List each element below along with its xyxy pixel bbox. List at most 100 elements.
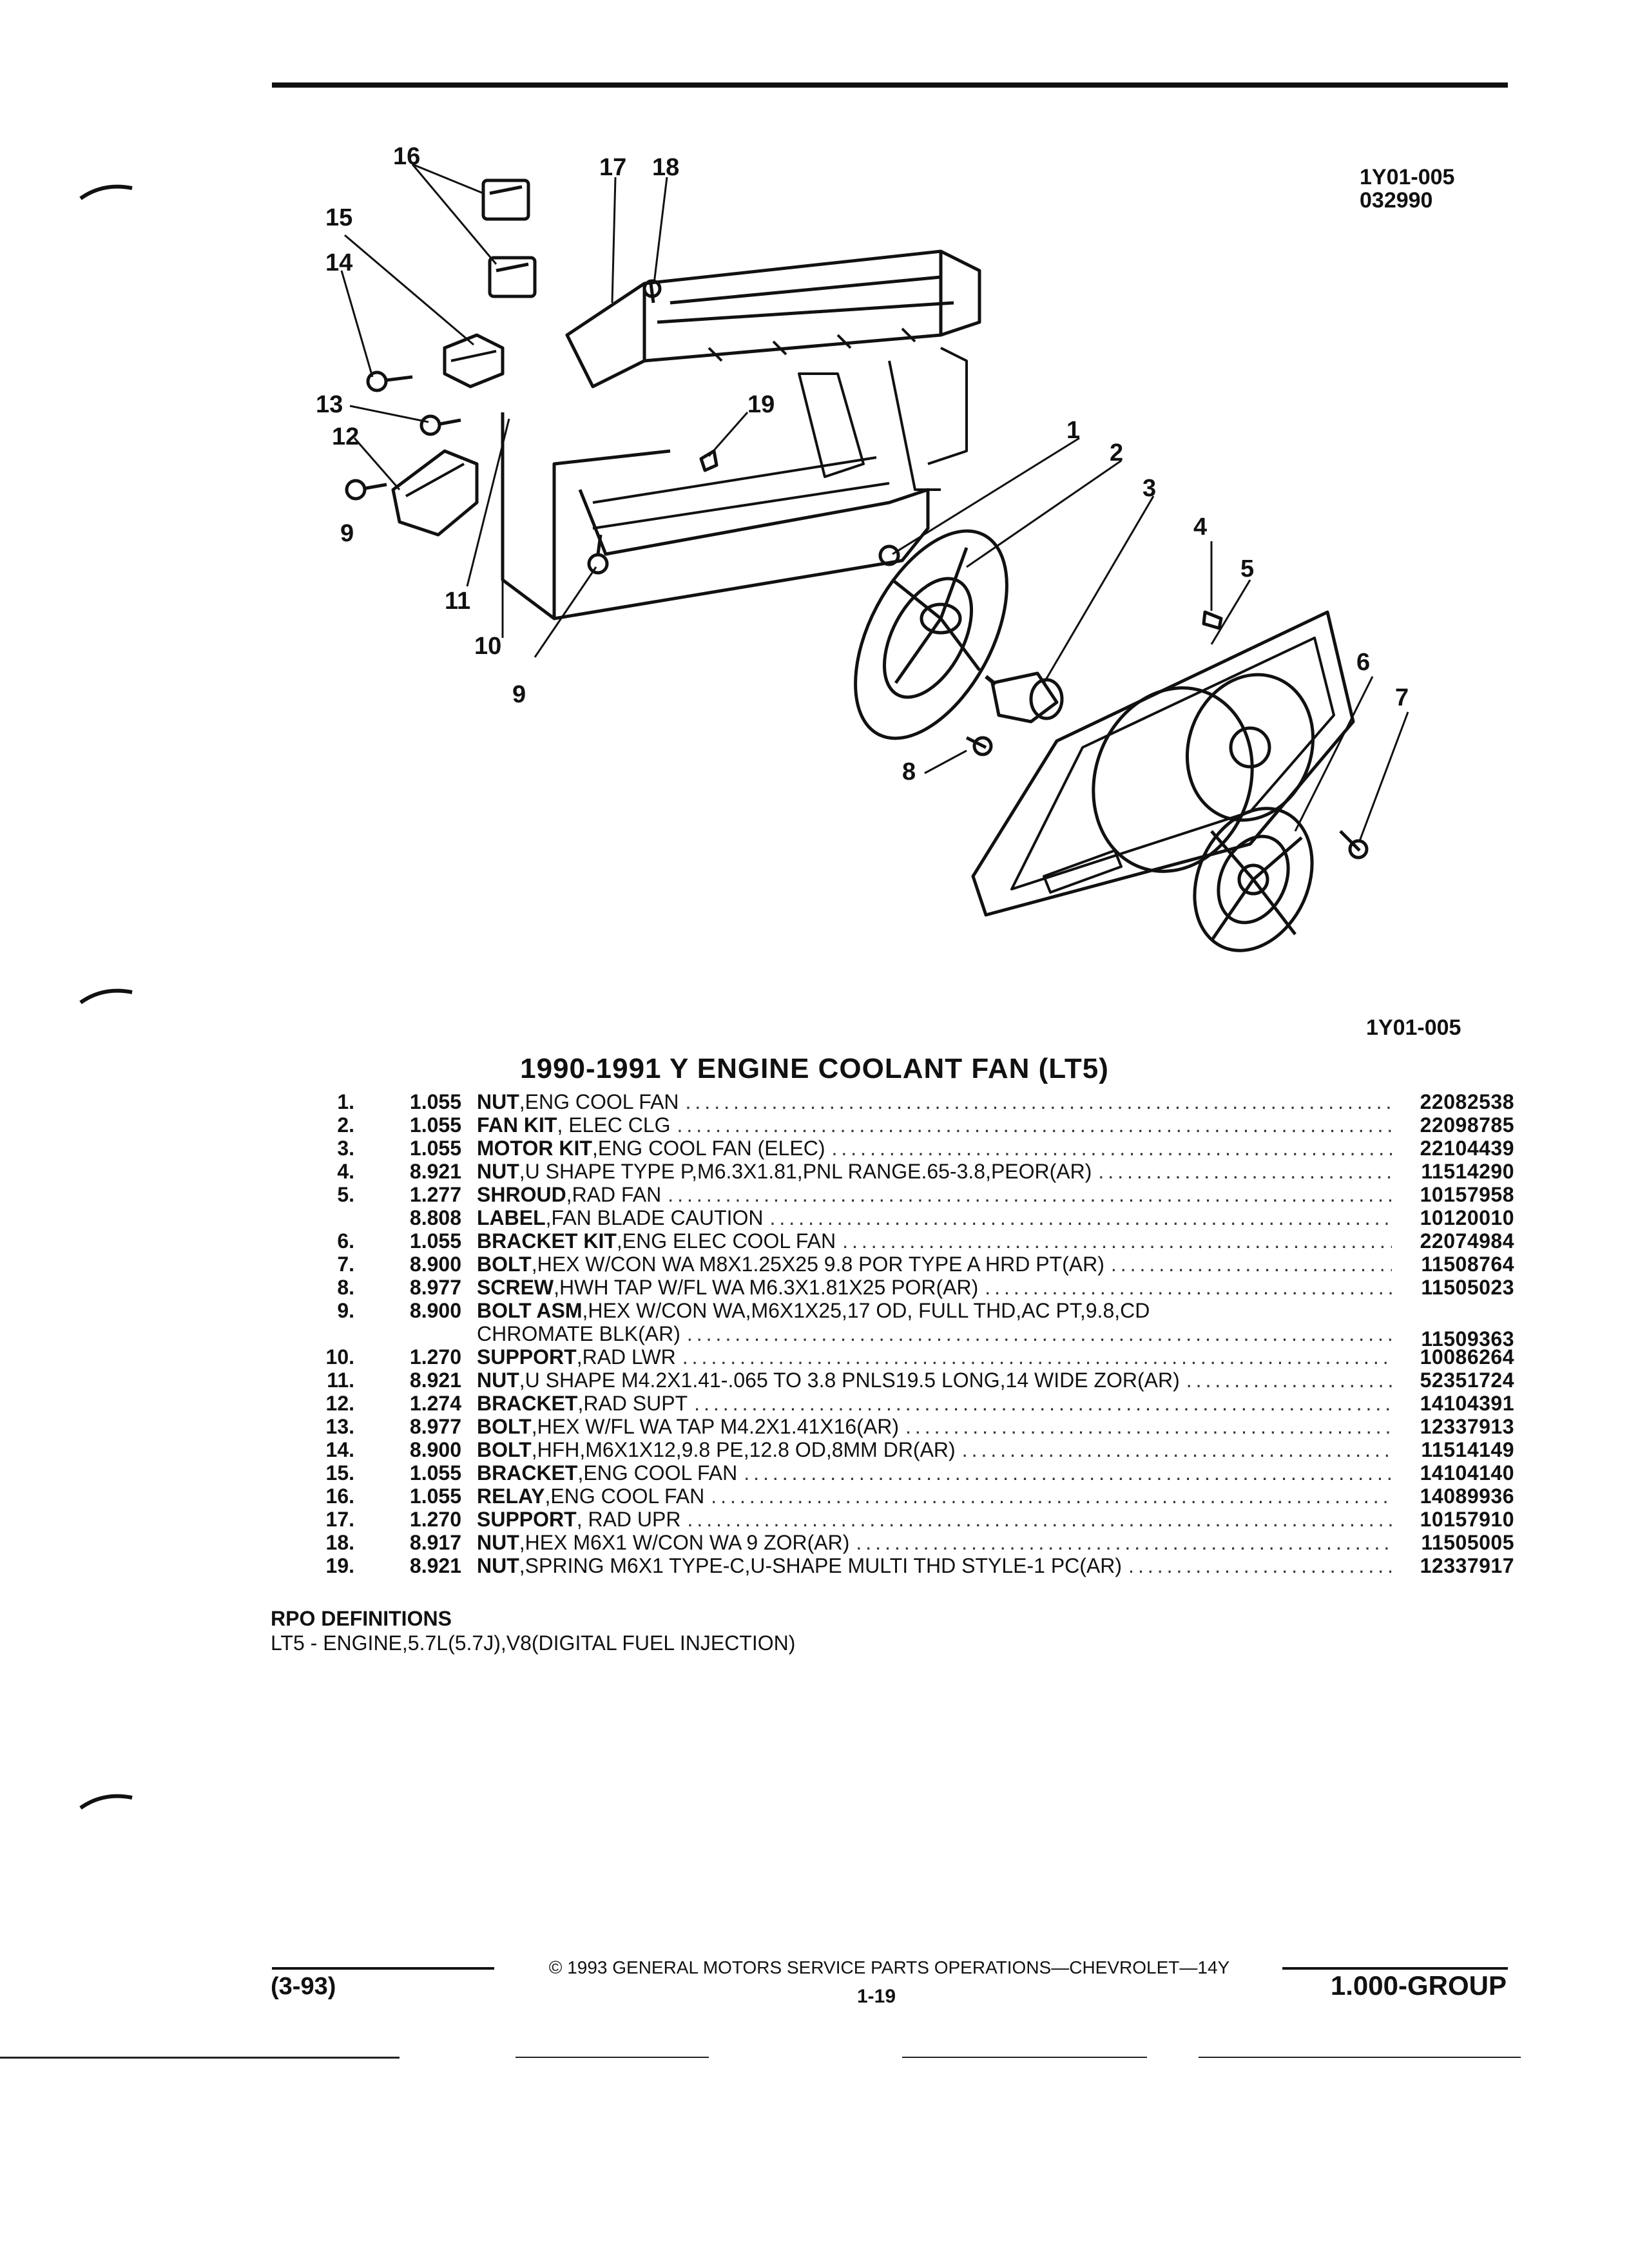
item-number: 8. <box>337 1276 354 1299</box>
part-number: 10120010 <box>1420 1206 1514 1229</box>
group-number: 8.921 <box>409 1554 461 1577</box>
revision-date: (3-93) <box>271 1973 336 2000</box>
callout-number: 17 <box>599 154 626 181</box>
part-description: SUPPORT, RAD UPR <box>477 1508 1392 1532</box>
item-number: 18. <box>325 1531 354 1554</box>
part-number: 12337917 <box>1420 1554 1514 1577</box>
group-number: 1.270 <box>409 1345 461 1369</box>
part-detail: ,U SHAPE M4.2X1.41-.065 TO 3.8 PNLS19.5 … <box>519 1369 1180 1392</box>
group-number: 1.270 <box>409 1508 461 1531</box>
fan-blade-2 <box>854 529 1008 740</box>
callout-number: 16 <box>393 143 420 170</box>
leader-dots <box>1092 1160 1392 1184</box>
part-detail: ,RAD SUPT <box>577 1392 688 1415</box>
callout-number: 19 <box>747 391 775 418</box>
callout-number: 4 <box>1193 514 1207 541</box>
item-number: 5. <box>337 1183 354 1206</box>
part-name: BRACKET KIT <box>477 1229 617 1253</box>
figure-code: 1Y01-005 <box>1360 165 1455 189</box>
nut-19 <box>699 449 718 472</box>
part-name: NUT <box>477 1554 519 1577</box>
part-name: NUT <box>477 1531 519 1554</box>
callout-number: 10 <box>474 633 501 660</box>
part-detail: ,SPRING M6X1 TYPE-C,U-SHAPE MULTI THD ST… <box>519 1554 1123 1577</box>
group-number: 1.055 <box>409 1113 461 1137</box>
section-title: 1990-1991 Y ENGINE COOLANT FAN (LT5) <box>520 1053 1109 1084</box>
part-detail: ,HFH,M6X1X12,9.8 PE,12.8 OD,8MM DR(AR) <box>531 1438 956 1461</box>
bolt-9 <box>345 479 387 501</box>
part-name: BRACKET <box>477 1392 578 1415</box>
fan-motor-3 <box>985 671 1064 724</box>
group-number: 8.917 <box>409 1531 461 1554</box>
part-detail: ,HWH TAP W/FL WA M6.3X1.81X25 POR(AR) <box>554 1276 979 1299</box>
footer-rule-right <box>1282 1967 1508 1970</box>
part-name: NUT <box>477 1090 519 1113</box>
part-description: NUT,SPRING M6X1 TYPE-C,U-SHAPE MULTI THD… <box>477 1554 1392 1578</box>
leader-dots <box>899 1415 1392 1439</box>
leader-dots <box>661 1183 1392 1207</box>
scan-line <box>0 2057 400 2059</box>
item-number: 3. <box>337 1137 354 1160</box>
bolt-7 <box>1339 830 1369 860</box>
part-name: SCREW <box>477 1276 554 1299</box>
callout-number: 9 <box>512 681 526 708</box>
callout-number: 11 <box>445 588 470 615</box>
leader-dots <box>1104 1253 1392 1276</box>
item-number: 2. <box>337 1113 354 1137</box>
leader-lines <box>340 163 1409 841</box>
figure-code-bottom: 1Y01-005 <box>1366 1015 1461 1040</box>
part-number: 10157958 <box>1420 1183 1514 1206</box>
part-detail: , ELEC CLG <box>557 1113 671 1137</box>
callout-number: 12 <box>332 423 359 450</box>
item-number: 6. <box>337 1229 354 1253</box>
callout-number: 14 <box>325 249 352 276</box>
callout-number: 9 <box>340 520 354 547</box>
fan-bracket <box>443 333 505 389</box>
nut-18 <box>642 279 662 303</box>
relay-16b <box>488 256 537 298</box>
part-number: 22074984 <box>1420 1229 1514 1253</box>
part-number: 11509363 <box>1421 1327 1514 1350</box>
callout-number: 3 <box>1142 475 1156 502</box>
bolt-14 <box>366 370 413 392</box>
item-number: 17. <box>325 1508 354 1531</box>
part-name: FAN KIT <box>477 1113 557 1137</box>
part-detail: , RAD UPR <box>576 1508 681 1531</box>
group-number: 8.900 <box>409 1299 461 1322</box>
group-number: 1.055 <box>409 1090 461 1113</box>
bolt-13 <box>419 414 461 436</box>
callout-number: 13 <box>316 391 343 418</box>
callout-number: 8 <box>902 758 916 785</box>
part-name: MOTOR KIT <box>477 1137 592 1160</box>
rpo-definition: LT5 - ENGINE,5.7L(5.7J),V8(DIGITAL FUEL … <box>271 1631 796 1655</box>
fan-bracket-kit-6 <box>1193 807 1314 952</box>
part-detail: ,ENG COOL FAN <box>577 1461 738 1485</box>
part-description: BRACKET KIT,ENG ELEC COOL FAN <box>477 1229 1392 1253</box>
group-number: 1.055 <box>409 1461 461 1485</box>
parts-row: 19. 8.921 NUT,SPRING M6X1 TYPE-C,U-SHAPE M… <box>271 1554 1514 1577</box>
part-number: 10086264 <box>1420 1345 1514 1369</box>
part-number: 10157910 <box>1420 1508 1514 1531</box>
part-detail: ,RAD FAN <box>566 1183 662 1206</box>
part-name: BOLT ASM <box>477 1299 583 1322</box>
part-description: SCREW,HWH TAP W/FL WA M6.3X1.81X25 POR(A… <box>477 1276 1392 1300</box>
nut-4 <box>1202 610 1223 630</box>
part-name: BOLT <box>477 1253 532 1276</box>
part-detail: ,ENG ELEC COOL FAN <box>616 1229 836 1253</box>
item-number: 19. <box>325 1554 354 1577</box>
copyright-notice: © 1993 GENERAL MOTORS SERVICE PARTS OPER… <box>548 1957 1230 1977</box>
part-name: LABEL <box>477 1206 546 1229</box>
group-number: 1.055 <box>409 1137 461 1160</box>
part-description: MOTOR KIT,ENG COOL FAN (ELEC) <box>477 1137 1392 1160</box>
leader-dots <box>680 1508 1392 1532</box>
part-description: NUT,HEX M6X1 W/CON WA 9 ZOR(AR) <box>477 1531 1392 1555</box>
leader-dots <box>688 1392 1392 1416</box>
